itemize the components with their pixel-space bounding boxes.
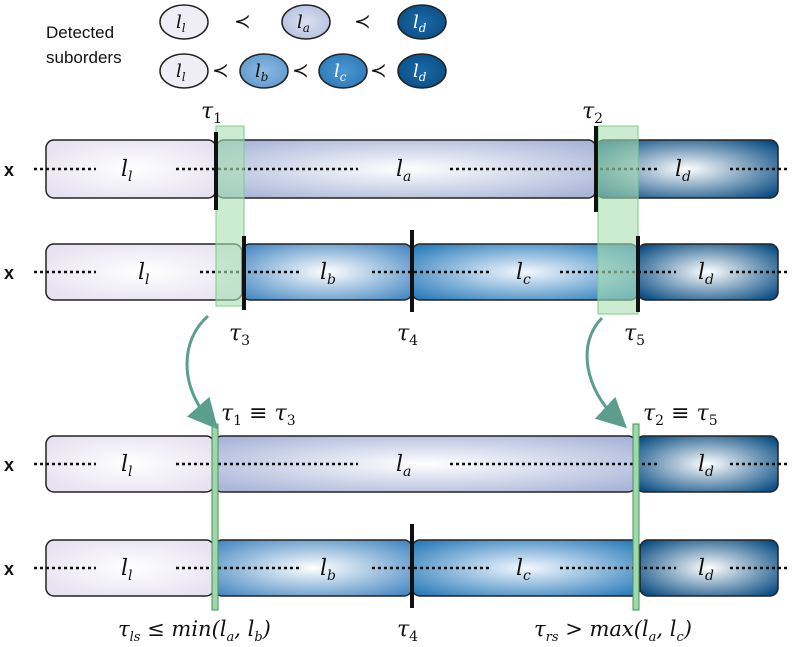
svg-text:ld: ld	[413, 61, 427, 84]
change-points-top	[214, 126, 640, 312]
svg-text:ld: ld	[413, 12, 427, 35]
suborder-1: ll ≺ la ≺ ld	[159, 4, 447, 40]
x-label: x	[4, 263, 14, 283]
arrow-right-icon	[585, 316, 627, 429]
header-title-line2: suborders	[46, 48, 122, 67]
label-lc: lc	[516, 556, 531, 584]
label-ll: ll	[121, 157, 133, 185]
precedes-symbol: ≺	[370, 58, 387, 82]
segment-labels: ll la ld ll lb lc ld ll la ld ll lb lc l…	[121, 157, 714, 584]
label-ll: ll	[121, 556, 133, 584]
label-ld: ld	[698, 556, 714, 584]
bottom-sequence-2	[45, 539, 779, 597]
suborder1-node-ld	[397, 4, 447, 40]
label-ld: ld	[698, 260, 714, 288]
label-la: la	[396, 452, 411, 480]
arrow-left-icon	[185, 314, 218, 430]
label-la: la	[396, 157, 411, 185]
header-title-line1: Detected	[46, 23, 114, 42]
tau3-label: τ3	[229, 321, 250, 349]
tau1-equiv-tau3-label: τ1 ≡ τ3	[221, 401, 296, 429]
transition-windows	[215, 125, 639, 315]
dotted-axis-lines	[34, 167, 790, 570]
label-lc: lc	[516, 260, 531, 288]
precedes-symbol: ≺	[354, 9, 371, 33]
suborder2-node-lc	[318, 53, 368, 89]
x-label: x	[4, 455, 14, 475]
tau-labels: τ1 τ2 τ3 τ4 τ5 τ1 ≡ τ3 τ2 ≡ τ5 τ4 τls ≤ …	[118, 99, 718, 645]
tau2-equiv-tau5-label: τ2 ≡ τ5	[643, 401, 718, 429]
tau4-bottom-label: τ4	[397, 617, 418, 645]
svg-text:ll: ll	[176, 61, 186, 84]
tau-rs-condition-label: τrs > max(la, lc)	[534, 617, 692, 645]
precedes-symbol: ≺	[212, 58, 229, 82]
window-right	[597, 125, 639, 315]
label-lb: lb	[320, 260, 336, 288]
x-label: x	[4, 160, 14, 180]
label-lb: lb	[320, 556, 336, 584]
label-ll: ll	[138, 260, 150, 288]
window-left	[215, 125, 245, 307]
label-ll: ll	[121, 452, 133, 480]
sequence-x-labels: x x x x	[4, 160, 14, 579]
bottom-sequence-1	[45, 435, 779, 493]
svg-text:la: la	[297, 12, 310, 35]
top-sequence-2	[45, 243, 779, 301]
svg-text:ll: ll	[176, 12, 186, 35]
precedes-symbol: ≺	[234, 9, 251, 33]
suborder2-node-lb	[239, 53, 289, 89]
svg-text:lc: lc	[334, 61, 347, 84]
label-ld: ld	[675, 157, 691, 185]
tau-ls-condition-label: τls ≤ min(la, lb)	[118, 617, 271, 645]
merged-tau25-marker	[632, 423, 640, 611]
header: Detected suborders	[46, 23, 122, 67]
merge-arrows	[185, 314, 627, 430]
tau4-label: τ4	[397, 321, 418, 349]
merged-tau13-marker	[211, 423, 219, 611]
suborder1-node-la	[281, 4, 331, 40]
suborder2-node-ll	[159, 53, 209, 89]
label-ld: ld	[698, 452, 714, 480]
suborder1-node-ll	[159, 4, 209, 40]
top-sequence-1	[45, 139, 779, 199]
tau5-label: τ5	[624, 321, 645, 349]
suborder2-node-ld	[397, 53, 447, 89]
precedes-symbol: ≺	[292, 58, 309, 82]
tau1-label: τ1	[201, 99, 222, 127]
x-label: x	[4, 559, 14, 579]
suborder-2: ll ≺ lb ≺ lc ≺ ld	[159, 53, 447, 89]
tau2-label: τ2	[582, 99, 603, 127]
svg-text:lb: lb	[255, 61, 268, 84]
